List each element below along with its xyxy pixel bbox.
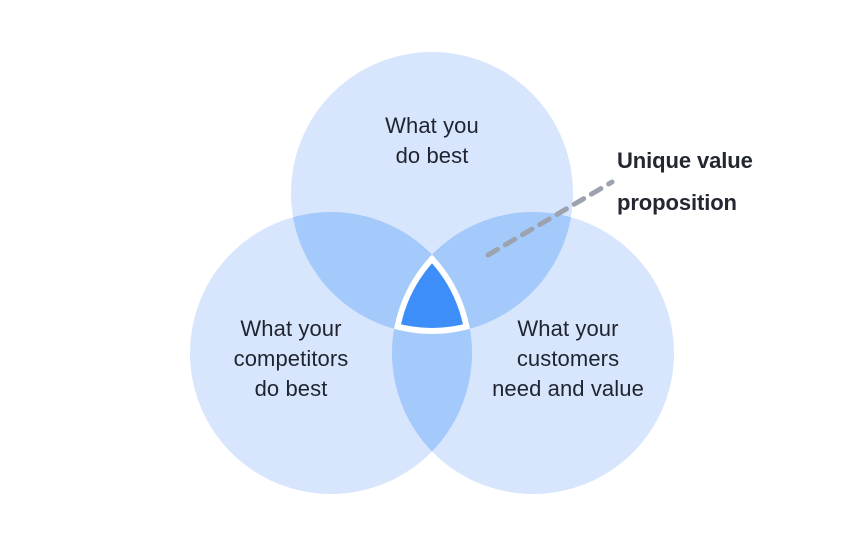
leader-line-dashed (485, 179, 615, 258)
venn-overlap-top-left (291, 212, 472, 334)
venn-overlap-top-right (392, 212, 573, 334)
unique-value-proposition-label: Unique value proposition (617, 148, 753, 215)
